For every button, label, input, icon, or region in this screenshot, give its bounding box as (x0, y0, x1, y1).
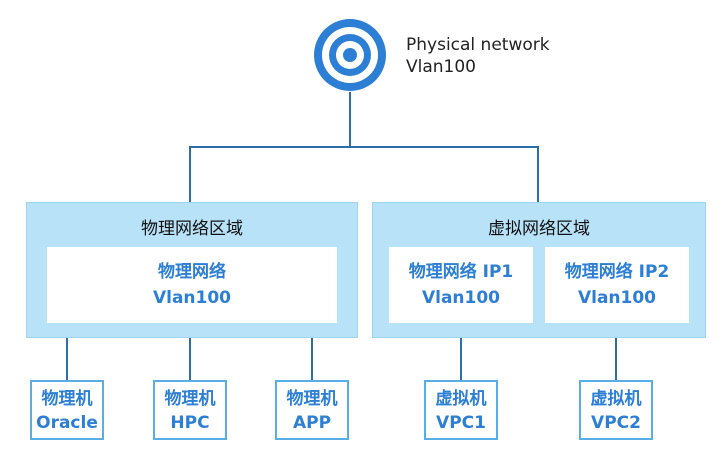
virtual-network-panel-ip1: 物理网络 IP1 Vlan100 (389, 247, 533, 323)
network-label: Physical network Vlan100 (406, 34, 550, 78)
node-vpc1: 虚拟机 VPC1 (424, 380, 498, 440)
physical-network-panel: 物理网络 Vlan100 (47, 247, 337, 323)
connector-to-virtual-zone (537, 146, 539, 202)
physical-panel-line1: 物理网络 (158, 262, 226, 282)
node-type: 物理机 (41, 389, 93, 409)
virtual-network-panel-ip2: 物理网络 IP2 Vlan100 (545, 247, 689, 323)
connector-vpc1 (460, 320, 462, 380)
physical-network-zone: 物理网络区域 物理网络 Vlan100 (26, 202, 358, 338)
network-vlan: Vlan100 (406, 57, 476, 77)
physical-panel-line2: Vlan100 (152, 288, 232, 308)
node-app: 物理机 APP (275, 380, 349, 440)
virtual-panel1-line2: Vlan100 (421, 288, 501, 308)
node-type: 虚拟机 (435, 389, 487, 409)
node-type: 物理机 (164, 389, 216, 409)
node-name: Oracle (36, 413, 98, 433)
node-name: HPC (170, 413, 210, 433)
node-type: 物理机 (286, 389, 338, 409)
node-name: VPC1 (436, 413, 486, 433)
connector-vpc2 (615, 320, 617, 380)
connector-oracle (66, 320, 68, 380)
node-type: 虚拟机 (590, 389, 642, 409)
node-name: APP (292, 413, 332, 433)
virtual-panel2-line2: Vlan100 (577, 288, 657, 308)
connector-icon-down (349, 92, 351, 147)
connector-top-bus (189, 146, 539, 148)
virtual-panel2-line1: 物理网络 IP2 (564, 262, 670, 282)
node-name: VPC2 (591, 413, 641, 433)
virtual-panel1-line1: 物理网络 IP1 (408, 262, 514, 282)
connector-app (311, 320, 313, 380)
virtual-zone-title: 虚拟网络区域 (488, 219, 590, 239)
virtual-network-zone: 虚拟网络区域 物理网络 IP1 Vlan100 物理网络 IP2 Vlan100 (372, 202, 706, 338)
connector-to-physical-zone (189, 146, 191, 202)
node-hpc: 物理机 HPC (153, 380, 227, 440)
connector-hpc (189, 320, 191, 380)
node-oracle: 物理机 Oracle (30, 380, 104, 440)
network-title: Physical network (406, 35, 550, 55)
node-vpc2: 虚拟机 VPC2 (579, 380, 653, 440)
target-icon (314, 19, 386, 91)
physical-zone-title: 物理网络区域 (141, 219, 243, 239)
